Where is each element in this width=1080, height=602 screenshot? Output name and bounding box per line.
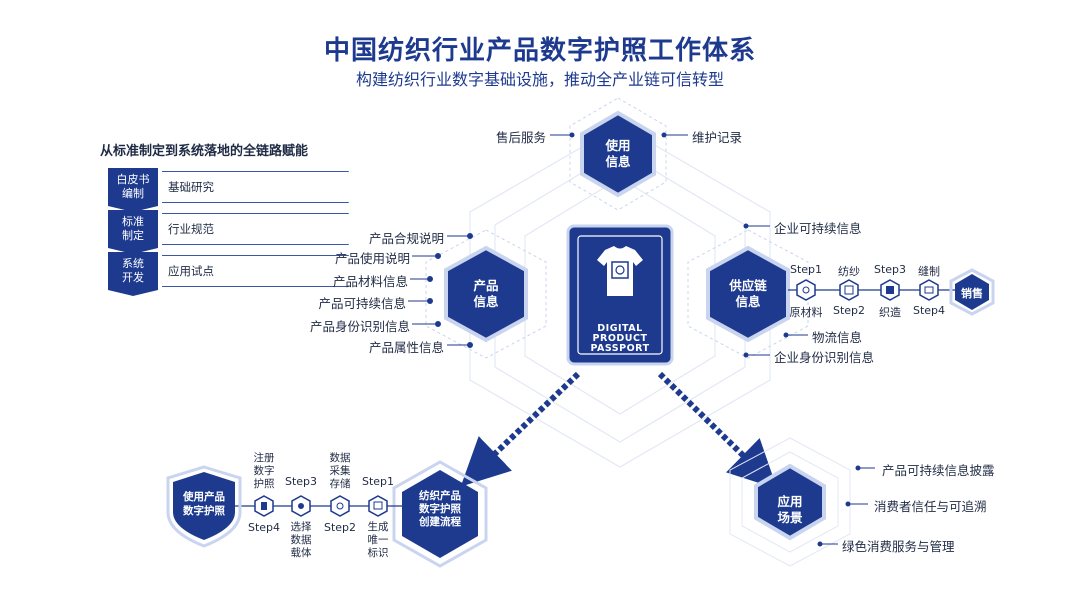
supply-hexagon-label: 供应链信息: [708, 278, 788, 310]
creation-step2-label: Step2: [320, 521, 360, 534]
supply-step3-top: Step3: [870, 263, 910, 276]
sales-label: 销售: [952, 285, 992, 301]
product-item-material: 产品材料信息: [280, 271, 408, 290]
supply-step2-bottom: Step2: [829, 304, 869, 317]
arrow-to-application: [660, 374, 760, 472]
label-after-sales: 售后服务: [440, 127, 546, 146]
arrow-to-creation: [478, 374, 578, 470]
usage-hexagon-label: 使用信息: [588, 138, 648, 170]
creation-hexagon-label: 纺织产品 数字护照 创建流程: [404, 490, 476, 529]
application-item-green-consumption: 绿色消费服务与管理: [842, 536, 955, 555]
product-item-identity: 产品身份识别信息: [260, 316, 410, 335]
dpp-label: DIGITAL PRODUCT PASSPORT: [580, 324, 660, 354]
supply-step2-top: 纺纱: [829, 263, 869, 279]
application-item-traceability: 消费者信任与可追溯: [874, 496, 987, 515]
creation-step2-desc: 数据 采集 存储: [324, 452, 356, 491]
creation-step1-label: Step1: [358, 475, 398, 488]
supply-step4-bottom: Step4: [909, 304, 949, 317]
product-item-sustainability: 产品可持续信息: [260, 293, 406, 312]
creation-step3-desc: 选择 数据 载体: [285, 521, 317, 560]
application-item-disclosure: 产品可持续信息披露: [882, 460, 995, 479]
product-hexagon-label: 产品信息: [456, 278, 516, 310]
label-enterprise-sustainability: 企业可持续信息: [774, 218, 862, 237]
application-hexagon-label: 应用场景: [760, 494, 820, 526]
label-enterprise-identity: 企业身份识别信息: [774, 347, 874, 366]
supply-step1-top: Step1: [786, 263, 826, 276]
passport-shield-label: 使用产品数字护照: [172, 490, 236, 518]
supply-step3-bottom: 织造: [870, 304, 910, 320]
product-item-usage: 产品使用说明: [280, 248, 410, 267]
supply-step1-bottom: 原材料: [786, 304, 826, 320]
creation-step4-label: Step4: [244, 521, 284, 534]
label-maintenance: 维护记录: [692, 127, 742, 146]
product-item-compliance: 产品合规说明: [300, 228, 444, 247]
creation-step3-label: Step3: [281, 475, 321, 488]
product-item-attributes: 产品属性信息: [300, 337, 444, 356]
supply-step4-top: 缝制: [909, 263, 949, 279]
creation-step4-desc: 注册 数字 护照: [248, 452, 280, 491]
label-logistics: 物流信息: [812, 327, 862, 346]
creation-step1-desc: 生成 唯一 标识: [362, 521, 394, 560]
